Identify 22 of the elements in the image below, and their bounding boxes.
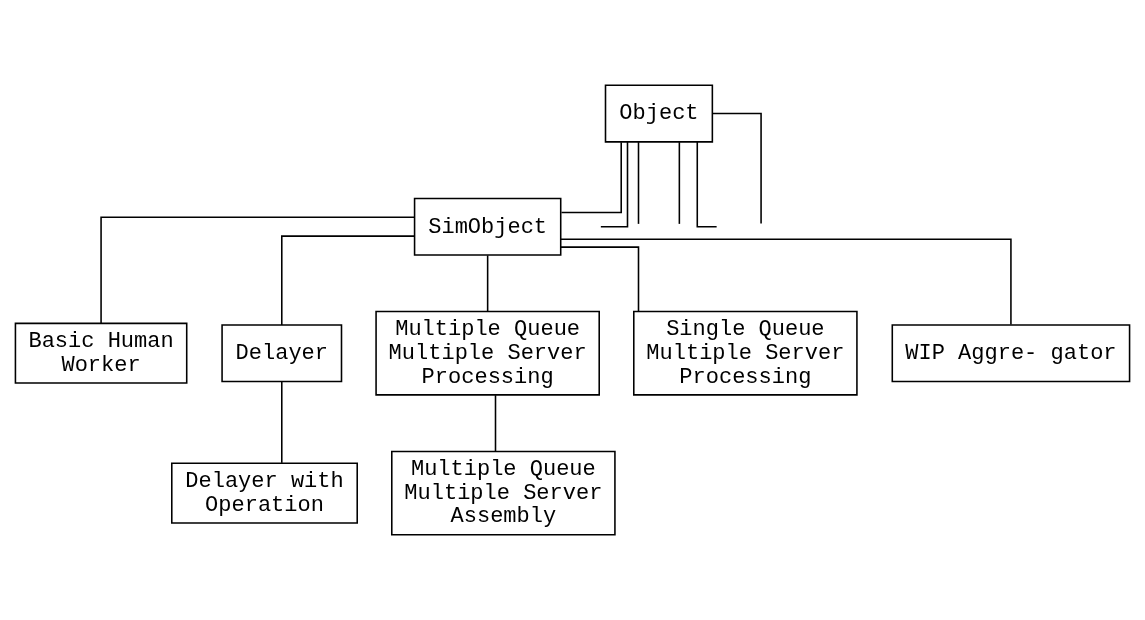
node-box: Single Queue Multiple Server Processing [633,310,858,396]
connector [711,112,762,225]
connector [560,246,640,313]
node-box: Multiple Queue Multiple Server Processing [375,310,600,396]
connector [600,141,629,228]
connector [281,235,416,326]
connector [494,394,497,452]
connector [100,216,416,324]
node-box: Delayer [221,324,343,383]
node-box: WIP Aggre- gator [891,324,1131,383]
node-box: SimObject [413,197,562,256]
connector [486,254,489,312]
connector [696,141,718,228]
node-box: Multiple Queue Multiple Server Assembly [391,450,616,536]
connector [560,141,622,214]
node-box: Basic Human Worker [14,322,188,384]
node-box: Delayer with Operation [171,462,358,524]
connector [637,141,640,225]
connector [560,238,1012,326]
connector [678,141,681,225]
node-box: Object [604,84,714,143]
connector [281,380,283,464]
